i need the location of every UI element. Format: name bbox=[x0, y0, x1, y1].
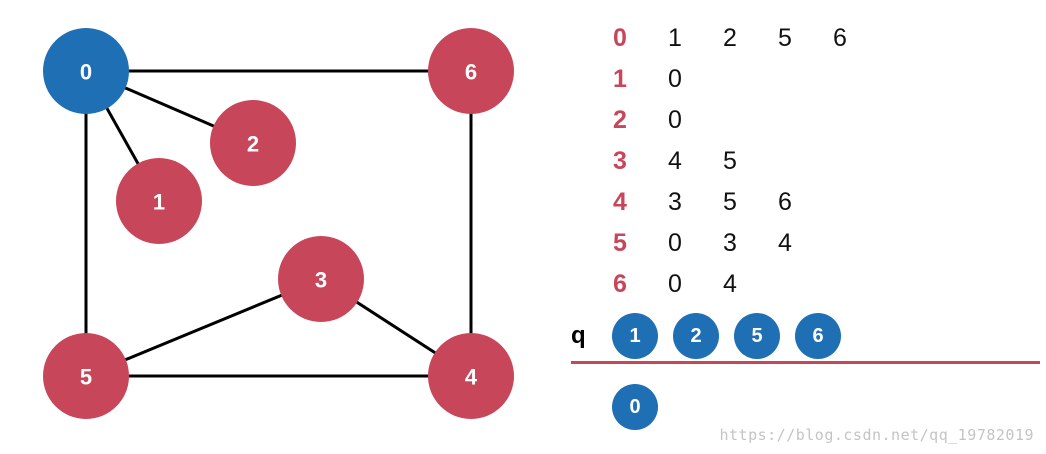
adjacency-neighbor: 3 bbox=[723, 229, 737, 257]
adjacency-vertex: 6 bbox=[613, 270, 627, 298]
queue-item: 2 bbox=[673, 313, 719, 359]
adjacency-neighbor: 0 bbox=[668, 270, 682, 298]
graph-node-5: 5 bbox=[43, 333, 129, 419]
node-label: 0 bbox=[80, 60, 92, 85]
queue-item: 5 bbox=[734, 313, 780, 359]
adjacency-vertex: 2 bbox=[613, 106, 627, 134]
adjacency-neighbors: 0 bbox=[668, 65, 723, 94]
adjacency-neighbors: 0 3 4 bbox=[668, 229, 833, 258]
adjacency-vertex: 4 bbox=[613, 188, 627, 216]
node-circle bbox=[210, 100, 296, 186]
adjacency-neighbor: 5 bbox=[723, 188, 737, 216]
graph-node-1: 1 bbox=[116, 158, 202, 244]
node-label: 5 bbox=[80, 365, 92, 390]
node-label: 1 bbox=[153, 190, 165, 215]
adjacency-neighbors: 0 bbox=[668, 106, 723, 135]
adjacency-neighbor: 5 bbox=[778, 24, 792, 52]
adjacency-neighbors: 1 2 5 6 bbox=[668, 24, 888, 53]
node-circle bbox=[428, 28, 514, 114]
adjacency-vertex: 0 bbox=[613, 24, 627, 52]
adjacency-row-0: 0 1 2 5 6 bbox=[612, 18, 888, 59]
adjacency-row-5: 5 0 3 4 bbox=[612, 223, 888, 264]
node-label: 3 bbox=[315, 268, 327, 293]
adjacency-neighbor: 4 bbox=[723, 270, 737, 298]
graph-diagram: 0 1 2 3 4 5 6 bbox=[43, 28, 514, 419]
adjacency-neighbor: 2 bbox=[723, 24, 737, 52]
adjacency-neighbors: 3 5 6 bbox=[668, 188, 833, 217]
node-circle bbox=[116, 158, 202, 244]
visited-item: 0 bbox=[612, 384, 658, 430]
adjacency-neighbor: 4 bbox=[668, 147, 682, 175]
node-label: 6 bbox=[465, 60, 477, 85]
graph-nodes: 0 1 2 3 4 5 6 bbox=[43, 28, 514, 419]
queue-label: q bbox=[571, 322, 586, 349]
graph-node-6: 6 bbox=[428, 28, 514, 114]
graph-node-0: 0 bbox=[43, 28, 129, 114]
watermark-text: https://blog.csdn.net/qq_19782019 bbox=[719, 426, 1034, 444]
queue-item: 1 bbox=[612, 313, 658, 359]
adjacency-neighbor: 1 bbox=[668, 24, 682, 52]
adjacency-neighbor: 6 bbox=[833, 24, 847, 52]
graph-node-2: 2 bbox=[210, 100, 296, 186]
adjacency-neighbor: 0 bbox=[668, 65, 682, 93]
node-circle bbox=[43, 333, 129, 419]
node-circle bbox=[43, 28, 129, 114]
adjacency-neighbor: 5 bbox=[723, 147, 737, 175]
adjacency-vertex: 3 bbox=[613, 147, 627, 175]
adjacency-vertex: 5 bbox=[613, 229, 627, 257]
adjacency-neighbor: 3 bbox=[668, 188, 682, 216]
visited-items: 0 bbox=[612, 384, 658, 430]
graph-node-3: 3 bbox=[278, 236, 364, 322]
queue-divider bbox=[571, 361, 1040, 364]
node-label: 2 bbox=[247, 132, 259, 157]
graph-node-4: 4 bbox=[428, 333, 514, 419]
adjacency-neighbor: 0 bbox=[668, 229, 682, 257]
adjacency-row-4: 4 3 5 6 bbox=[612, 182, 888, 223]
adjacency-neighbor: 0 bbox=[668, 106, 682, 134]
node-circle bbox=[278, 236, 364, 322]
adjacency-neighbor: 6 bbox=[778, 188, 792, 216]
adjacency-neighbor: 4 bbox=[778, 229, 792, 257]
adjacency-vertex: 1 bbox=[613, 65, 627, 93]
node-circle bbox=[428, 333, 514, 419]
queue-item: 6 bbox=[795, 313, 841, 359]
node-label: 4 bbox=[465, 365, 478, 390]
